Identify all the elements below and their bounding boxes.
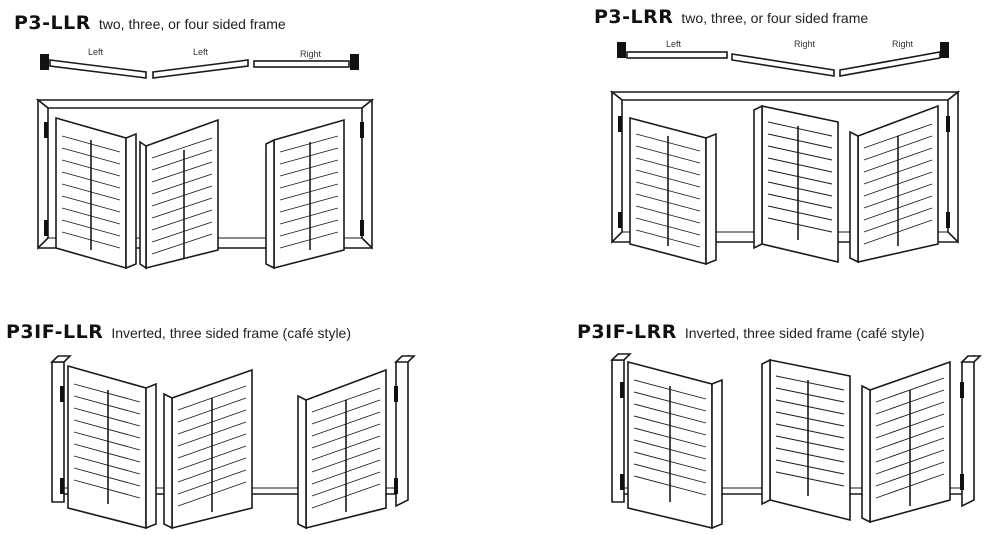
- plan-label-3: Right: [892, 39, 914, 49]
- diagram-code: P3IF-LRR: [577, 321, 677, 343]
- diagram-title-p3-llr: P3-LLR two, three, or four sided frame: [14, 12, 286, 34]
- louvers-panel-3: [279, 135, 339, 249]
- diagram-title-p3if-llr: P3IF-LLR Inverted, three sided frame (caf…: [6, 321, 351, 343]
- diagram-description: Inverted, three sided frame (café style): [111, 325, 352, 341]
- plan-label-3: Right: [300, 49, 322, 59]
- diagram-code: P3-LLR: [14, 12, 91, 34]
- plan-label-2: Left: [193, 47, 209, 57]
- hinge-post-right: [940, 42, 949, 58]
- plan-panel-1: [49, 59, 147, 79]
- louvers-panel-2: [775, 375, 845, 487]
- plan-panel-2: [152, 59, 249, 79]
- plan-label-1: Left: [666, 39, 682, 49]
- louvers-panel-2: [151, 137, 213, 255]
- plan-label-1: Left: [88, 47, 104, 57]
- plan-label-2: Right: [794, 39, 816, 49]
- plan-panel-2: [731, 53, 835, 77]
- louvers-panel-1: [73, 383, 141, 499]
- hinge-post-left: [40, 54, 49, 70]
- hinge-post-right: [350, 54, 359, 70]
- diagram-title-p3if-lrr: P3IF-LRR Inverted, three sided frame (caf…: [577, 321, 925, 343]
- diagram-title-p3-lrr: P3-LRR two, three, or four sided frame: [594, 6, 868, 28]
- plan-panel-3: [253, 60, 350, 68]
- diagram-code: P3IF-LLR: [6, 321, 104, 343]
- diagram-description: Inverted, three sided frame (café style): [684, 325, 925, 341]
- diagram-description: two, three, or four sided frame: [98, 16, 286, 32]
- plan-panel-3: [839, 51, 941, 77]
- diagram-code: P3-LRR: [594, 6, 674, 28]
- shutter-panel-2: [769, 359, 851, 522]
- plan-panel-1: [626, 51, 728, 59]
- hinge-post-left: [617, 42, 626, 58]
- diagram-description: two, three, or four sided frame: [681, 10, 869, 26]
- louvers-panel-2: [767, 121, 833, 233]
